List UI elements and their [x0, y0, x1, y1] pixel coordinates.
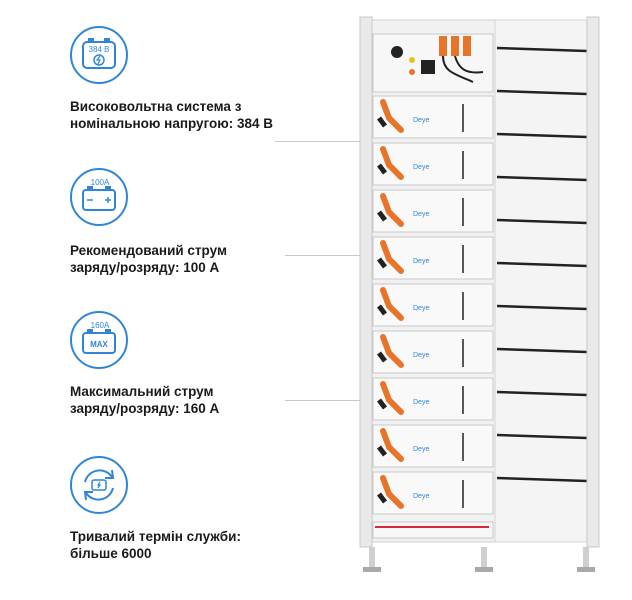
module-brand-label: Deye: [413, 493, 429, 500]
feature-max-current-text: Максимальний струм заряду/розряду: 160 А: [70, 384, 220, 416]
module-brand-label: Deye: [413, 211, 429, 218]
rack-shelf-bar: [496, 476, 588, 483]
divider-voltage: [275, 141, 385, 142]
feature-lifetime-text: Тривалий термін служби: більше 6000: [70, 529, 241, 561]
rack-shelf-bar: [496, 132, 588, 139]
module-brand-label: Deye: [413, 117, 429, 124]
feature-voltage-text: Високовольтна система з номінальною напр…: [70, 99, 274, 131]
module-brand-label: Deye: [413, 446, 429, 453]
max-badge: MAX: [90, 340, 108, 349]
module-brand-label: Deye: [413, 352, 429, 359]
battery-module: Deye: [372, 283, 494, 327]
divider-max-current: [285, 400, 385, 401]
rack-shelf-bar: [496, 175, 588, 182]
rack-shelf-bar: [496, 347, 588, 354]
rack-shelf-bar: [496, 46, 588, 53]
battery-module: Deye: [372, 471, 494, 515]
module-brand-label: Deye: [413, 164, 429, 171]
rack-shelves: [496, 46, 588, 483]
battery-voltage-icon: 384 В: [70, 26, 128, 84]
rack-shelf-bar: [496, 218, 588, 225]
module-brand-label: Deye: [413, 258, 429, 265]
rack-shelf-bar: [496, 433, 588, 440]
rack-shelf-bar: [496, 89, 588, 96]
battery-module: Deye: [372, 189, 494, 233]
battery-module: Deye: [372, 377, 494, 421]
current-badge: 100A: [91, 178, 110, 187]
module-brand-label: Deye: [413, 399, 429, 406]
rack-shelf-bar: [496, 390, 588, 397]
battery-cycle-icon: [70, 456, 128, 514]
battery-module: Deye: [372, 236, 494, 280]
voltage-badge: 384 В: [89, 45, 110, 54]
battery-module: Deye: [372, 330, 494, 374]
battery-module: Deye: [372, 95, 494, 139]
module-brand-label: Deye: [413, 305, 429, 312]
feature-current-text: Рекомендований струм заряду/розряду: 100…: [70, 243, 227, 275]
rack-shelf-bar: [496, 304, 588, 311]
divider-current: [285, 255, 385, 256]
control-box: [372, 33, 494, 93]
rack-shelf-bar: [496, 261, 588, 268]
battery-current-icon: 100A: [70, 168, 128, 226]
max-current-badge: 160A: [91, 321, 110, 330]
battery-max-current-icon: 160A MAX: [70, 311, 128, 369]
battery-module: Deye: [372, 142, 494, 186]
battery-module: Deye: [372, 424, 494, 468]
